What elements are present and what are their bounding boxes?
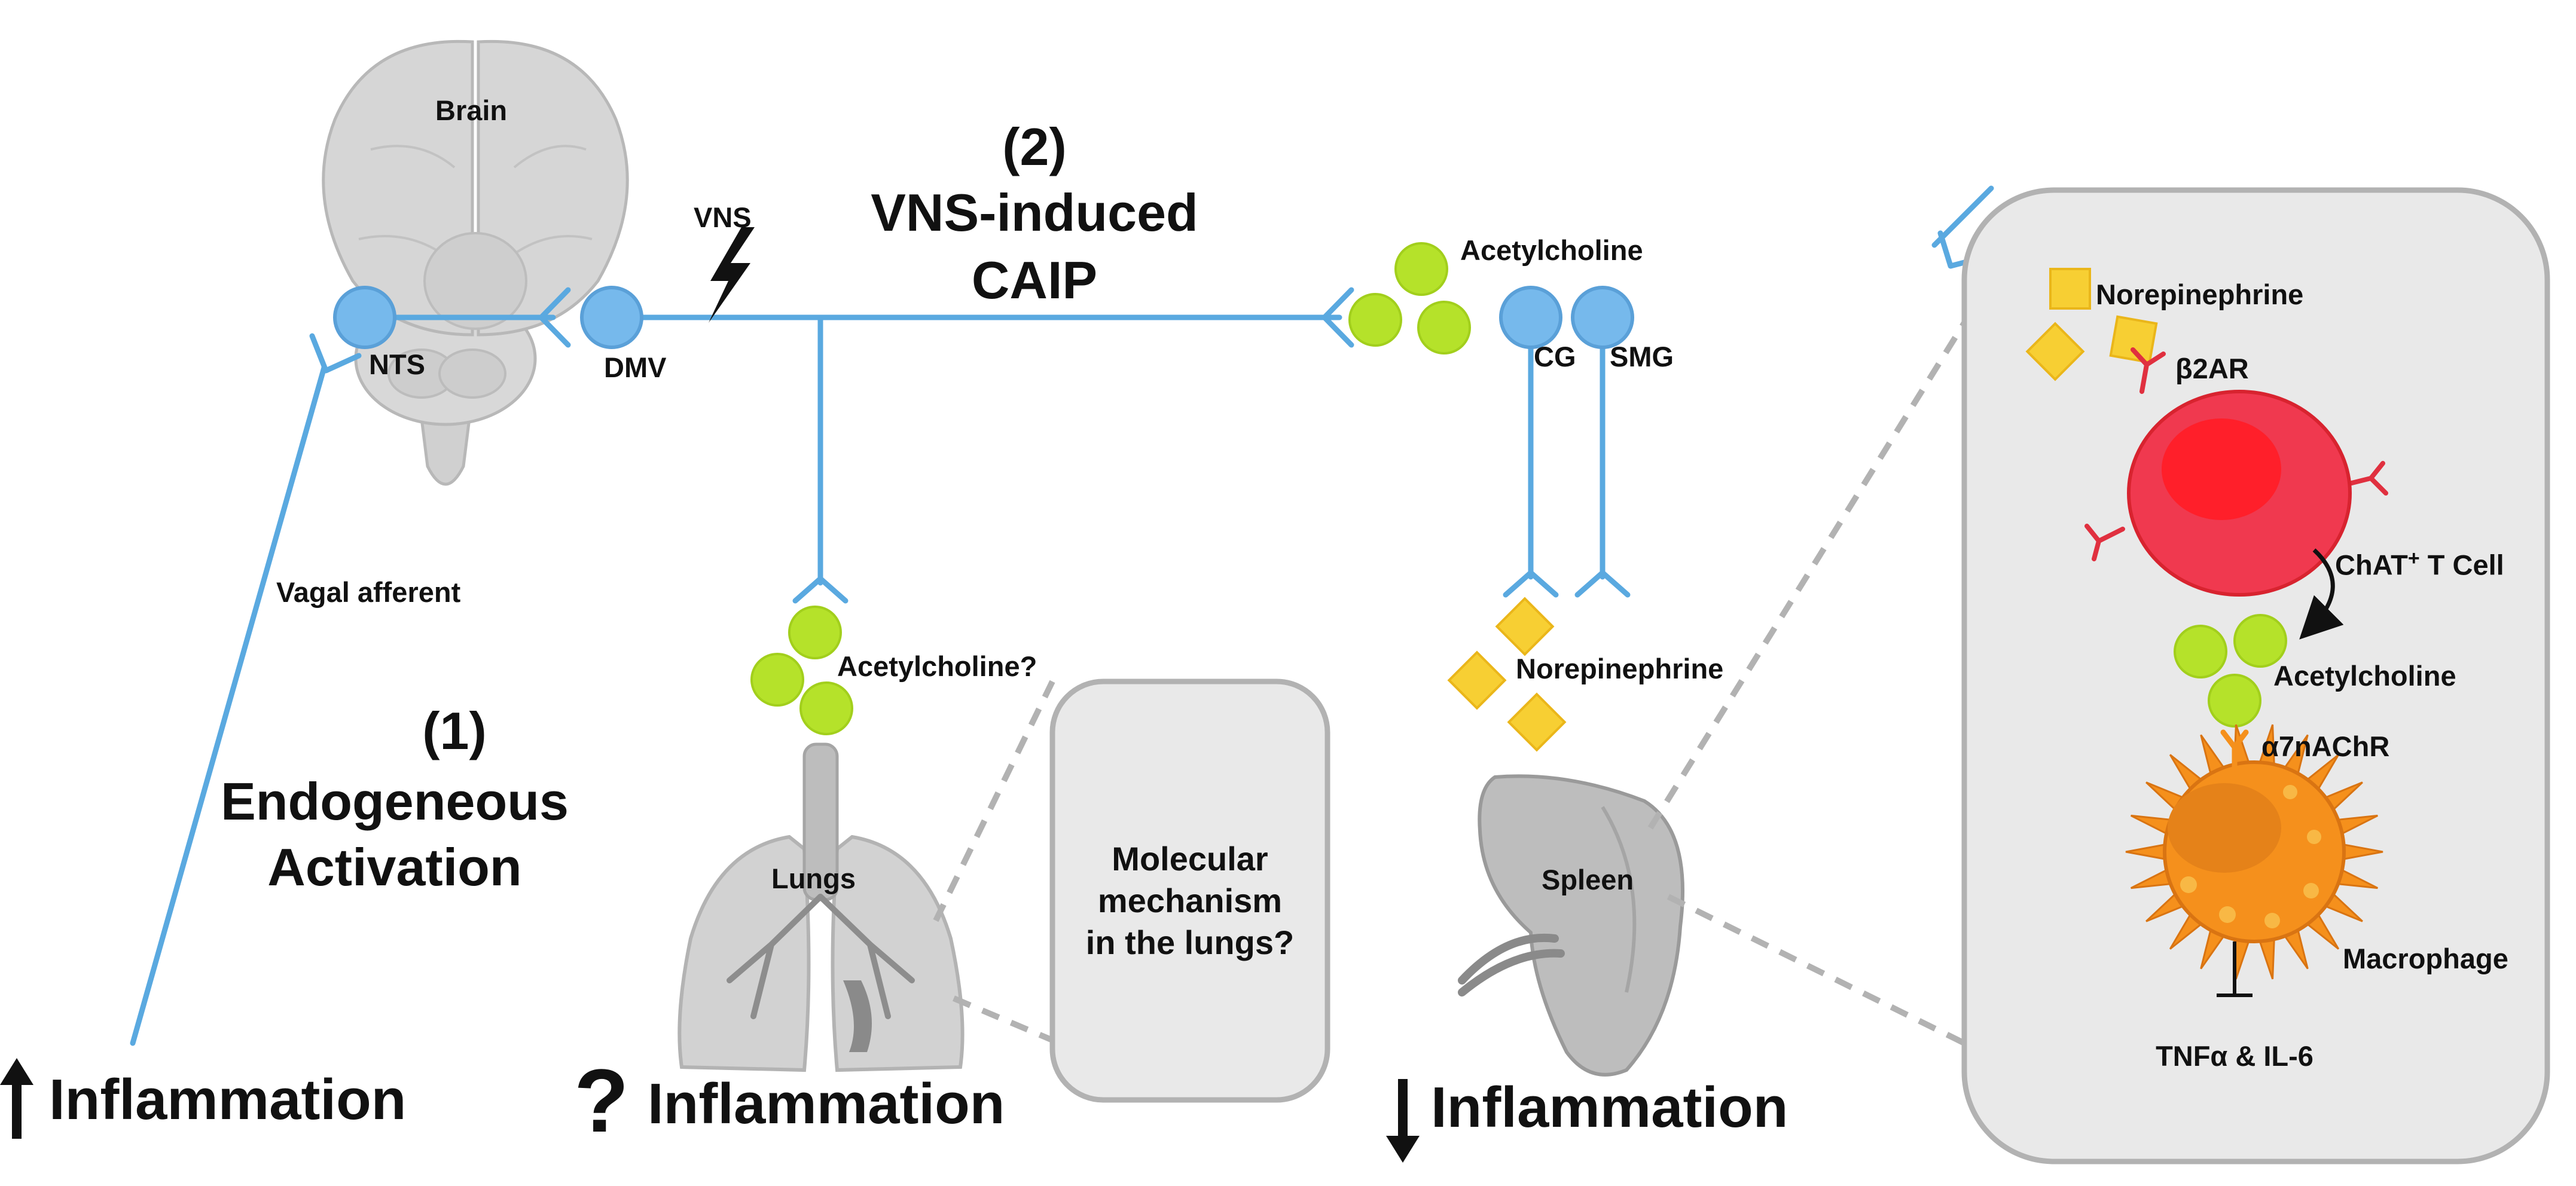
dmv-label: DMV <box>604 351 667 383</box>
brain-label: Brain <box>435 94 508 126</box>
vns-label: VNS <box>694 201 752 233</box>
norepinephrine-molecules-inset <box>2025 268 2158 381</box>
macrophage-cell <box>2125 724 2383 980</box>
inflammation-label-endogenous: Inflammation <box>49 1068 407 1132</box>
cytokine-inhibition-mark <box>2217 942 2253 997</box>
b2ar-label: β2AR <box>2175 353 2249 384</box>
lungs-label: Lungs <box>771 863 856 894</box>
pathway2-subtitle: CAIP <box>971 250 1098 310</box>
spleen-illustration <box>1458 774 1684 1077</box>
acetylcholine-inset-label: Acetylcholine <box>2273 660 2456 692</box>
chat-t-cell-label: ChAT+ T Cell <box>2335 547 2504 581</box>
lung-mechanism-box <box>1049 678 1330 1103</box>
acetylcholine-molecules-inset <box>2174 614 2287 728</box>
nucleus-ganglia <box>333 286 1634 349</box>
smg-ganglion <box>1571 286 1634 349</box>
pathway1-subtitle: Activation <box>267 837 522 897</box>
inflammation-up-arrow-icon <box>0 1058 33 1139</box>
norepinephrine-molecules-spleen <box>1447 597 1567 752</box>
vagal-afferent-label: Vagal afferent <box>276 576 461 608</box>
macrophage-label: Macrophage <box>2343 943 2508 974</box>
brain-illustration <box>322 39 629 486</box>
acetylcholine-molecules-ganglia <box>1348 242 1471 354</box>
pathway1-title: Endogeneous <box>221 772 569 831</box>
spleen-label: Spleen <box>1542 864 1634 895</box>
norepinephrine-inset-label: Norepinephrine <box>2096 279 2304 310</box>
a7nachr-label: α7nAChR <box>2261 730 2390 762</box>
alpha7-receptor <box>2220 729 2249 774</box>
lung-box-line-3: in the lungs? <box>1085 924 1295 961</box>
lung-zoom-line <box>953 995 1054 1043</box>
nts-nucleus <box>333 286 396 349</box>
lung-box-line-1: Molecular <box>1112 840 1268 878</box>
acetylcholine-lungs-label: Acetylcholine? <box>837 650 1037 682</box>
chat-t-cell <box>2127 390 2352 597</box>
inflammation-label-spleen: Inflammation <box>1431 1075 1788 1139</box>
lung-box-line-2: mechanism <box>1097 882 1283 919</box>
pathway2-number: (2) <box>1002 117 1067 176</box>
cg-label: CG <box>1534 341 1576 372</box>
pathway1-number: (1) <box>422 701 487 760</box>
pathway2-title: VNS-induced <box>871 183 1198 242</box>
cg-ganglion <box>1499 286 1562 349</box>
lightning-bolt-icon <box>709 227 755 323</box>
norepinephrine-spleen-label: Norepinephrine <box>1516 653 1724 684</box>
inflammation-down-arrow-icon <box>1386 1079 1420 1163</box>
spleen-zoom-line <box>1647 321 1967 830</box>
spleen-inset-panel <box>1961 187 2550 1164</box>
nerve-terminals <box>309 230 1988 604</box>
lung-zoom-line <box>933 680 1055 922</box>
cytokines-label: TNFα & IL-6 <box>2156 1040 2313 1072</box>
acetylcholine-molecules-lungs <box>750 606 853 735</box>
lungs-illustration <box>677 742 965 1072</box>
t-cell-to-acetylcholine-arrow <box>2299 548 2344 640</box>
nts-label: NTS <box>369 349 425 380</box>
dmv-nucleus <box>580 286 643 349</box>
smg-label: SMG <box>1610 341 1674 372</box>
inflammation-label-lungs: Inflammation <box>648 1072 1005 1136</box>
spleen-zoom-line <box>1667 894 1966 1046</box>
beta2-receptors <box>2084 347 2388 561</box>
inflammation-question-mark-icon: ? <box>574 1050 629 1151</box>
acetylcholine-ganglia-label: Acetylcholine <box>1460 234 1643 266</box>
